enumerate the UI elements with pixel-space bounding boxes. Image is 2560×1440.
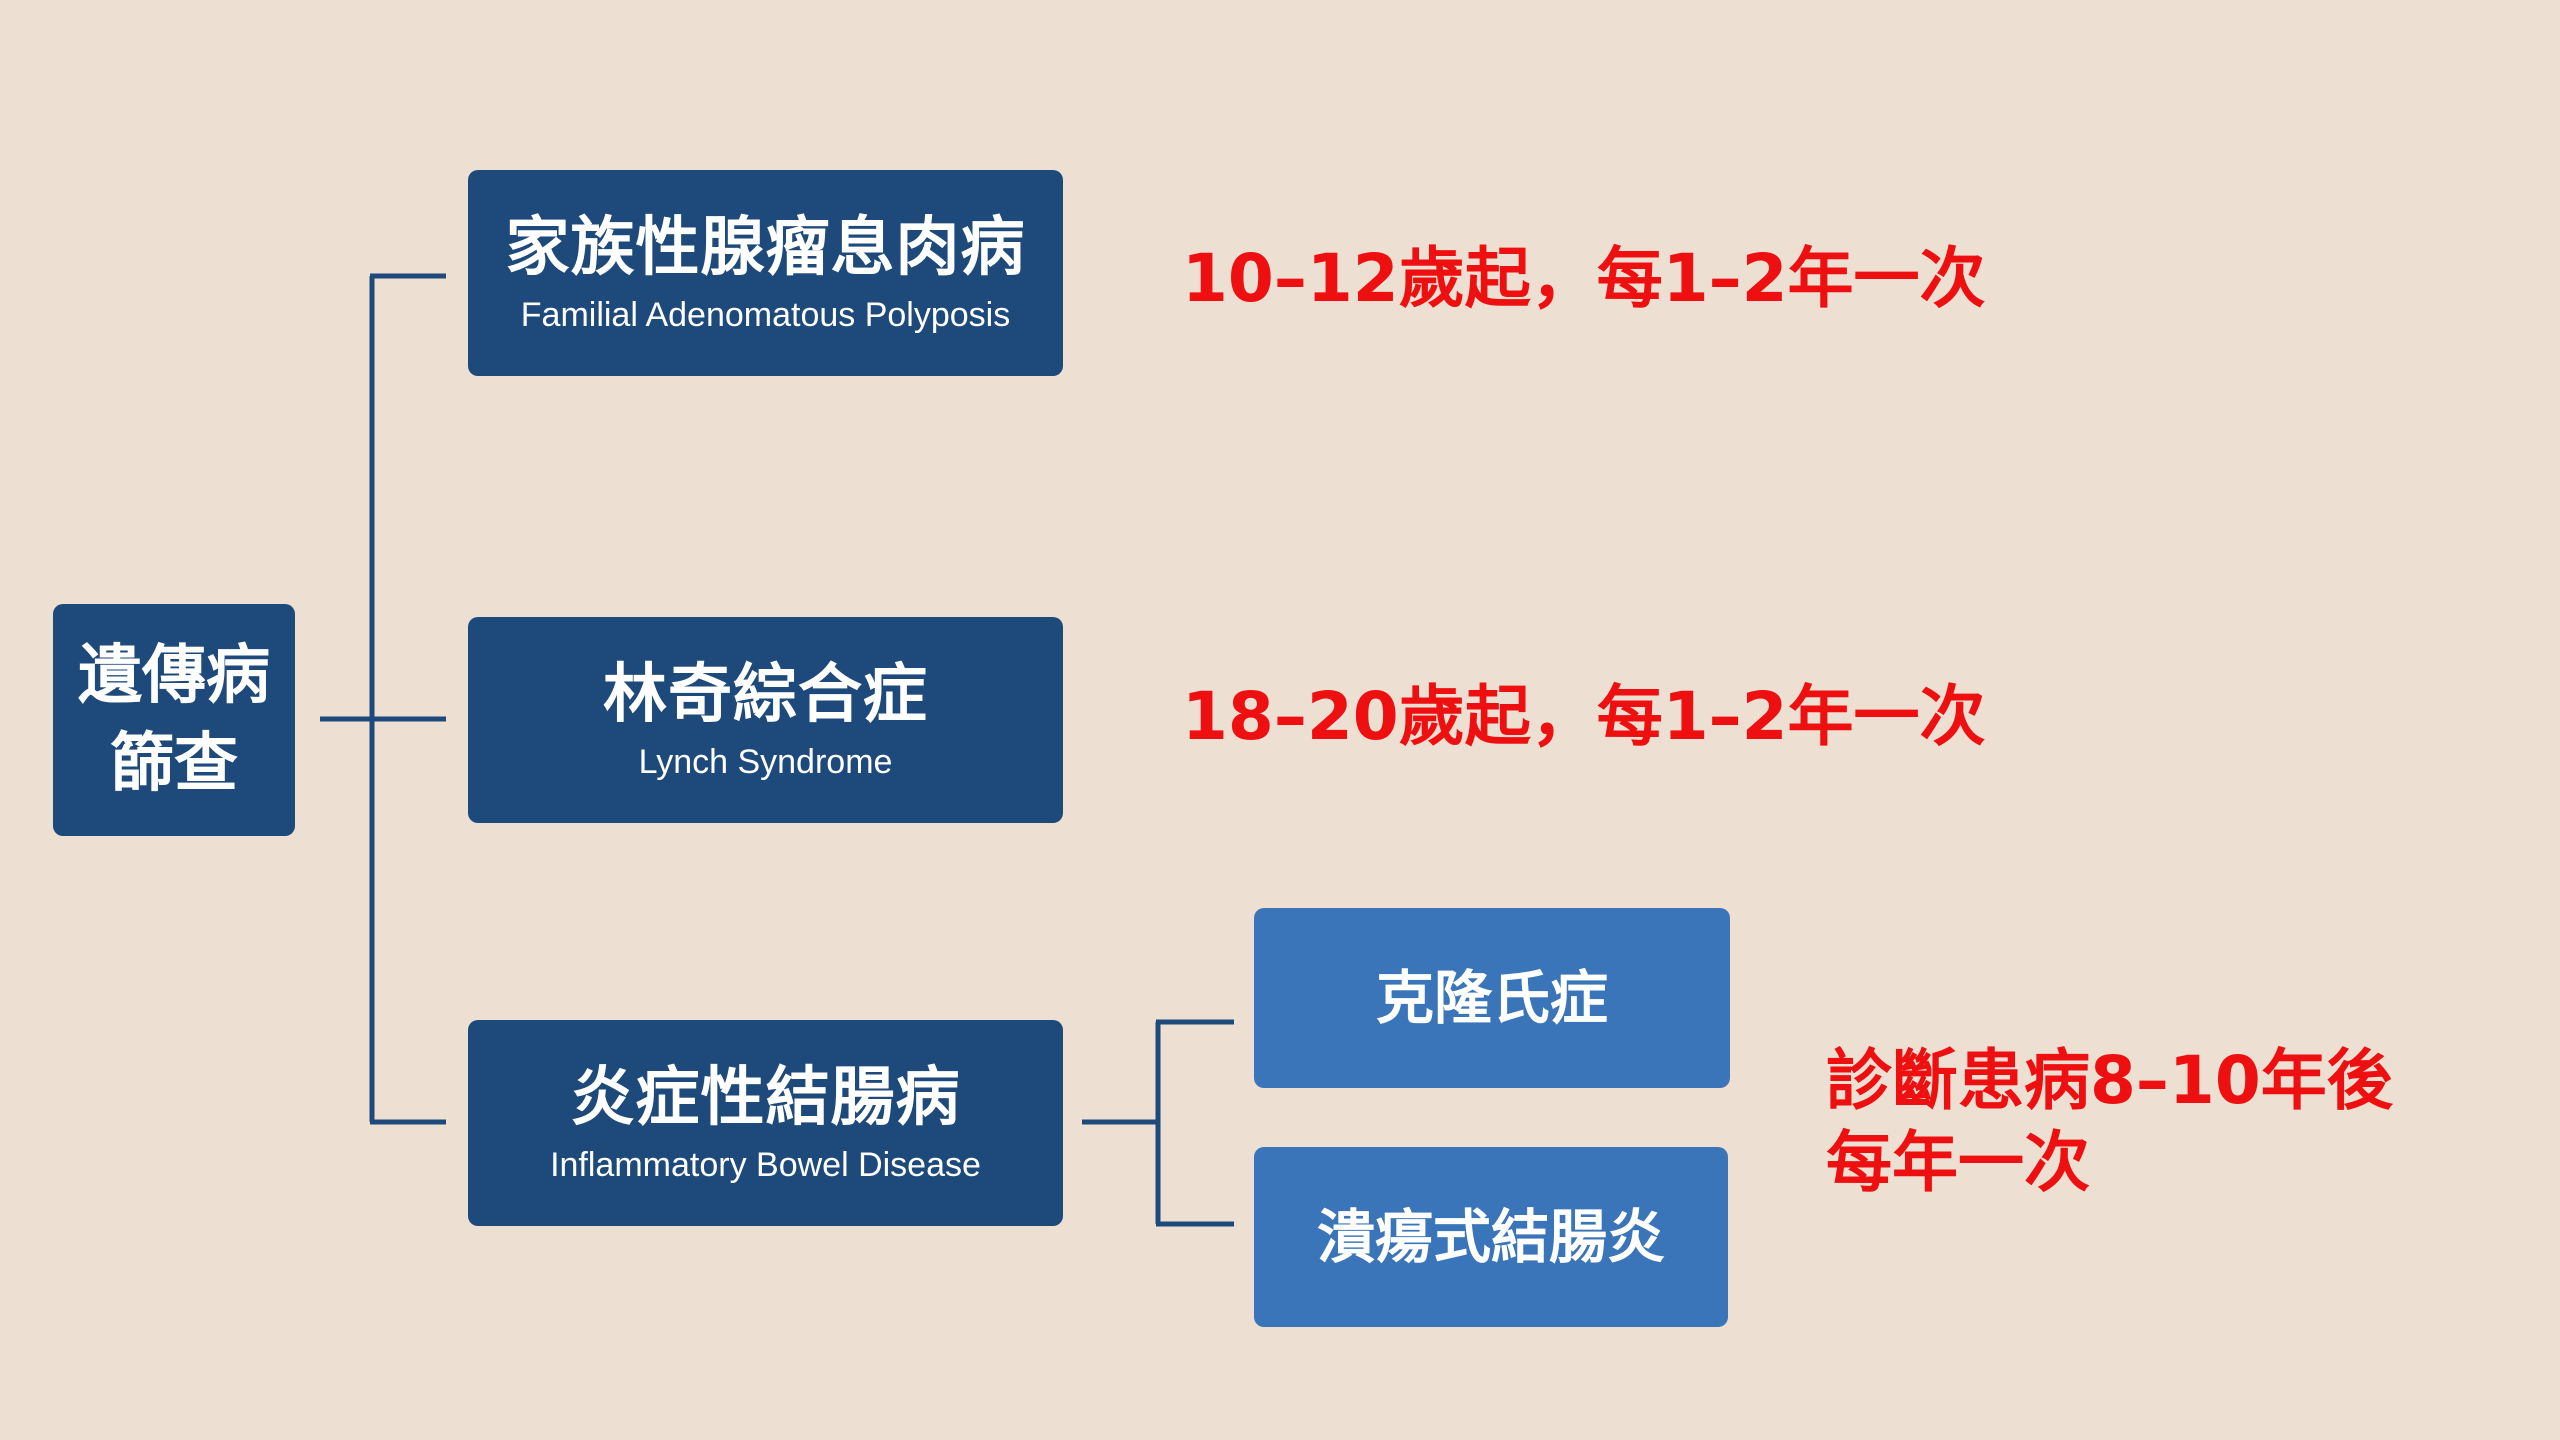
screening-note-lynch: 18–20歲起，每1–2年一次	[1182, 678, 1986, 755]
subtype-box-crohns: 克隆氏症	[1254, 908, 1730, 1088]
screening-note-ibd: 診斷患病8–10年後 每年一次	[1826, 1042, 2393, 1201]
condition-box-fap: 家族性腺瘤息肉病 Familial Adenomatous Polyposis	[468, 170, 1063, 376]
condition-title-zh: 林奇綜合症	[603, 658, 928, 732]
condition-title-en: Lynch Syndrome	[638, 743, 893, 781]
subtype-title: 克隆氏症	[1375, 964, 1608, 1032]
condition-title-zh: 炎症性結腸病	[570, 1061, 961, 1135]
condition-title-en: Inflammatory Bowel Disease	[550, 1146, 981, 1184]
condition-title-en: Familial Adenomatous Polyposis	[520, 296, 1011, 334]
condition-title-zh: 家族性腺瘤息肉病	[505, 211, 1026, 285]
root-node-label: 遺傳病 篩查	[78, 639, 270, 801]
condition-box-ibd: 炎症性結腸病 Inflammatory Bowel Disease	[468, 1020, 1063, 1226]
subtype-title: 潰瘍式結腸炎	[1316, 1203, 1665, 1271]
screening-note-fap: 10–12歲起，每1–2年一次	[1182, 240, 1986, 317]
condition-box-lynch: 林奇綜合症 Lynch Syndrome	[468, 617, 1063, 823]
root-node-hereditary-screening: 遺傳病 篩查	[53, 604, 295, 836]
subtype-box-ulcerative-colitis: 潰瘍式結腸炎	[1254, 1147, 1728, 1327]
